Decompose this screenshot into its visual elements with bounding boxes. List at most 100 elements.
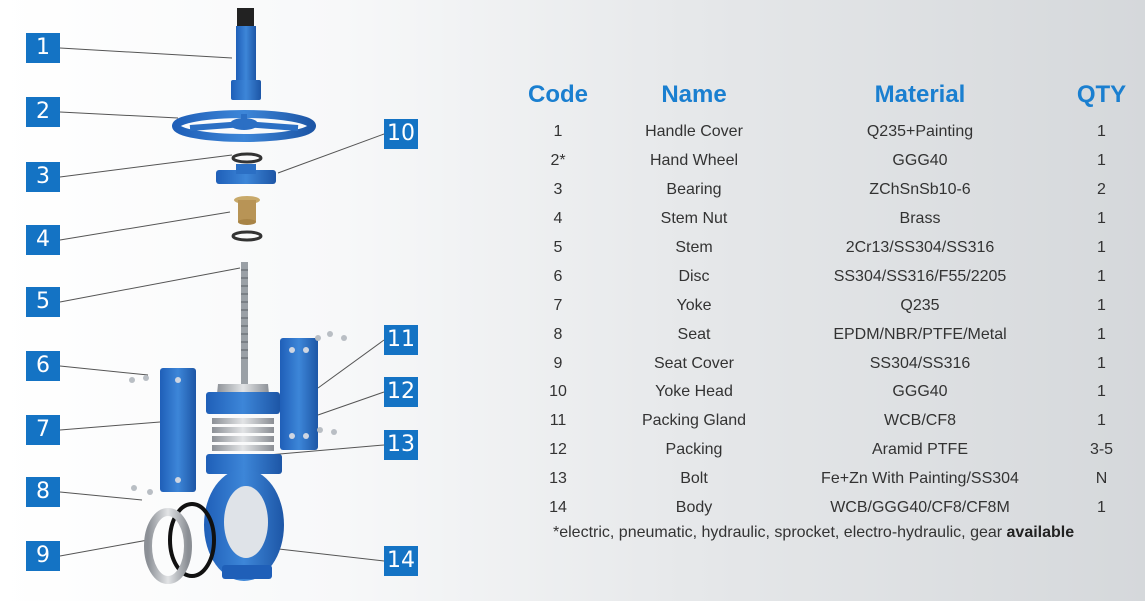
cell-name: Stem [675,239,713,256]
cell-name: Yoke Head [655,383,733,401]
cell-qty: 1 [1097,383,1106,401]
footnote-bold: available [1006,524,1075,541]
callout-3: 3 [26,162,60,192]
cell-code: 11 [549,412,567,430]
cell-name: Body [675,499,713,517]
table-row: 1 Handle Cover Q235+Painting 1 [510,118,1145,147]
cell-code: 7 [553,296,563,314]
cell-name: Packing Gland [641,412,747,430]
cell-name: Stem Nut [660,210,728,228]
cell-code: 3 [553,181,563,199]
header-qty: QTY [1076,81,1127,108]
leader-lines [59,47,385,562]
table-row: 8 Seat EPDM/NBR/PTFE/Metal 1 [510,320,1145,349]
bearing-part [231,152,263,164]
cell-name: Packing [665,441,723,459]
callout-11: 11 [384,325,418,355]
valve-illustration [59,8,385,584]
cell-material: GGG40 [892,152,948,170]
cell-qty: 1 [1097,325,1106,343]
cell-name: Seat [677,325,711,343]
cell-material: Q235 [900,296,940,314]
cell-material: Aramid PTFE [871,441,968,459]
cell-name: Seat Cover [653,354,735,372]
callout-14: 14 [384,546,418,576]
table-row: 14 Body WCB/GGG40/CF8/CF8M 1 [510,494,1145,523]
table-row: 12 Packing Aramid PTFE 3-5 [510,436,1145,465]
cell-qty: 1 [1097,152,1106,170]
bolts-right [315,331,347,435]
callout-5: 5 [26,287,60,317]
cell-qty: N [1095,470,1108,488]
callout-6: 6 [26,351,60,381]
seat-cover-part [144,508,192,584]
cell-code: 8 [553,325,563,343]
cell-material: 2Cr13/SS304/SS316 [845,239,995,256]
seat-part [168,502,216,578]
table-row: 13 Bolt Fe+Zn With Painting/SS304 N [510,465,1145,494]
cell-code: 9 [553,354,563,372]
yoke-head-part [216,164,276,184]
table-row: 9 Seat Cover SS304/SS316 1 [510,349,1145,378]
cell-qty: 3-5 [1089,441,1114,459]
cell-qty: 1 [1097,296,1106,314]
cell-code: 10 [549,383,567,401]
cell-material: GGG40 [892,383,948,401]
cell-name: Bolt [680,470,708,488]
cell-material: SS304/SS316/F55/2205 [833,267,1007,285]
callout-1: 1 [26,33,60,63]
cell-code: 1 [553,123,563,141]
cell-name: Disc [678,267,710,285]
table-row: 6 Disc SS304/SS316/F55/2205 1 [510,262,1145,291]
table-row: 10 Yoke Head GGG40 1 [510,378,1145,407]
handle-cover-part [231,8,261,100]
header-material: Material [874,81,966,108]
cell-material: WCB/GGG40/CF8/CF8M [830,499,1010,517]
cell-qty: 1 [1097,210,1106,228]
cell-qty: 2 [1097,181,1106,199]
cell-code: 14 [549,499,567,517]
cell-material: Fe+Zn With Painting/SS304 [821,470,1019,488]
footnote-text: *electric, pneumatic, hydraulic, sprocke… [553,524,1007,541]
cell-material: WCB/CF8 [884,412,956,430]
cell-material: SS304/SS316 [869,354,971,372]
callout-9: 9 [26,541,60,571]
stem-nut-part [231,196,263,242]
stem-part [241,262,248,388]
cell-qty: 1 [1097,354,1106,372]
callout-10: 10 [384,119,418,149]
callout-12: 12 [384,377,418,407]
cell-material: Brass [899,210,941,228]
callout-13: 13 [384,430,418,460]
callout-2: 2 [26,97,60,127]
bolts-left [129,375,153,495]
cell-qty: 1 [1097,239,1106,256]
footnote: *electric, pneumatic, hydraulic, sprocke… [553,524,1074,542]
header-code: Code [528,81,588,108]
table-header-row: Code Name Material QTY [510,78,1145,118]
cell-material: ZChSnSb10-6 [869,181,971,199]
cell-qty: 1 [1097,499,1106,517]
cell-name: Handle Cover [645,123,743,141]
cell-code: 13 [549,470,567,488]
cell-code: 12 [549,441,567,459]
packing-part [212,418,274,451]
cell-qty: 1 [1097,267,1106,285]
cell-material: Q235+Painting [866,123,974,141]
cell-qty: 1 [1097,123,1106,141]
table-row: 11 Packing Gland WCB/CF8 1 [510,407,1145,436]
hand-wheel-part [172,110,316,142]
callout-8: 8 [26,477,60,507]
cell-code: 4 [553,210,563,228]
header-name: Name [661,81,727,108]
cell-material: EPDM/NBR/PTFE/Metal [833,325,1007,343]
cell-code: 5 [553,239,563,256]
callout-7: 7 [26,415,60,445]
cell-qty: 1 [1097,412,1106,430]
cell-code: 6 [553,267,563,285]
